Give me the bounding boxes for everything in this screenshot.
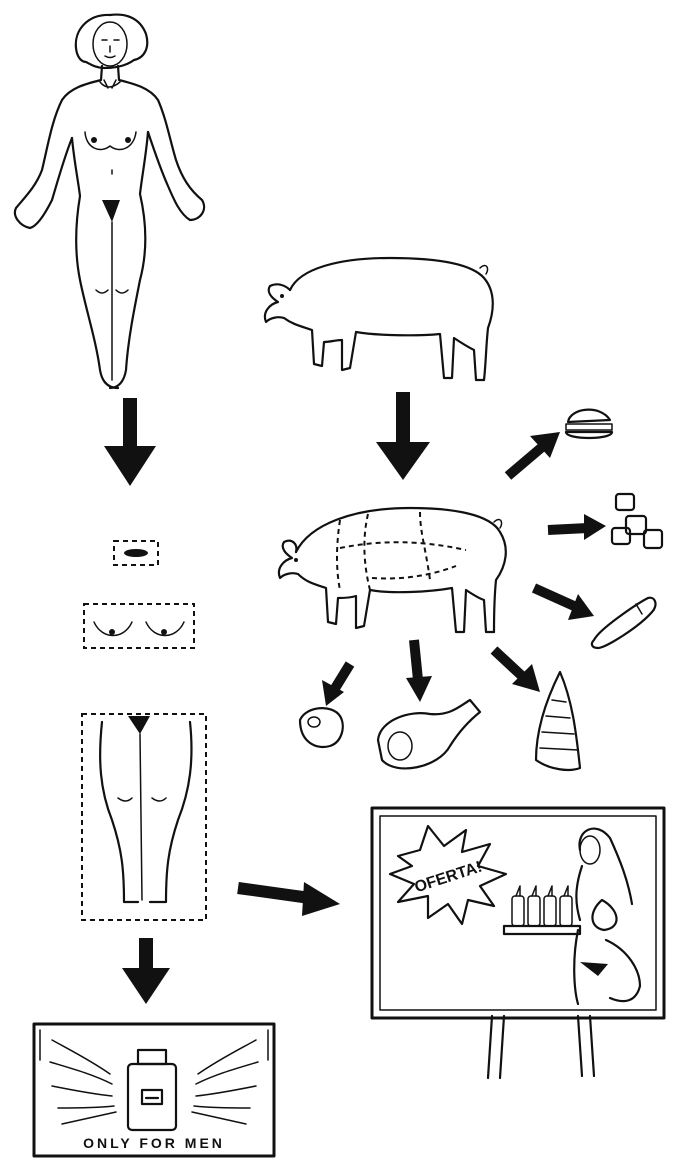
ham-leg-icon — [378, 700, 480, 768]
legs-cutout — [82, 714, 206, 920]
product-poster: ONLY FOR MEN — [34, 1024, 274, 1156]
arrow-pig-down — [376, 392, 430, 480]
ribs-icon — [536, 672, 580, 770]
perfume-bottle-icon — [128, 1050, 176, 1130]
arrow-to-ham — [406, 640, 432, 702]
arrow-to-ribs — [494, 650, 540, 692]
pig-figure — [265, 258, 493, 380]
mouth-cutout — [114, 541, 158, 565]
arrow-woman-down — [104, 398, 156, 486]
steak-icon — [300, 708, 343, 747]
arrow-to-steak — [322, 664, 350, 706]
offer-burst-text: OFERTA! — [413, 859, 485, 897]
reaching-hands — [50, 1040, 258, 1124]
burger-icon — [566, 410, 612, 438]
arrow-to-burger — [508, 432, 560, 476]
arrow-to-sausage — [534, 588, 594, 620]
billboard-model — [574, 829, 640, 1004]
poster-caption: ONLY FOR MEN — [83, 1135, 225, 1151]
sausage-icon — [592, 598, 656, 648]
billboard: OFERTA! — [372, 808, 664, 1078]
arrow-to-cuts — [548, 514, 606, 540]
woman-figure — [15, 15, 204, 388]
beer-tray — [504, 886, 580, 934]
butchered-pig-figure — [279, 508, 506, 632]
arrow-legs-to-billboard — [238, 882, 340, 916]
arrow-legs-to-poster — [122, 938, 170, 1004]
breasts-cutout — [84, 604, 194, 648]
meat-cubes-icon — [612, 494, 662, 548]
